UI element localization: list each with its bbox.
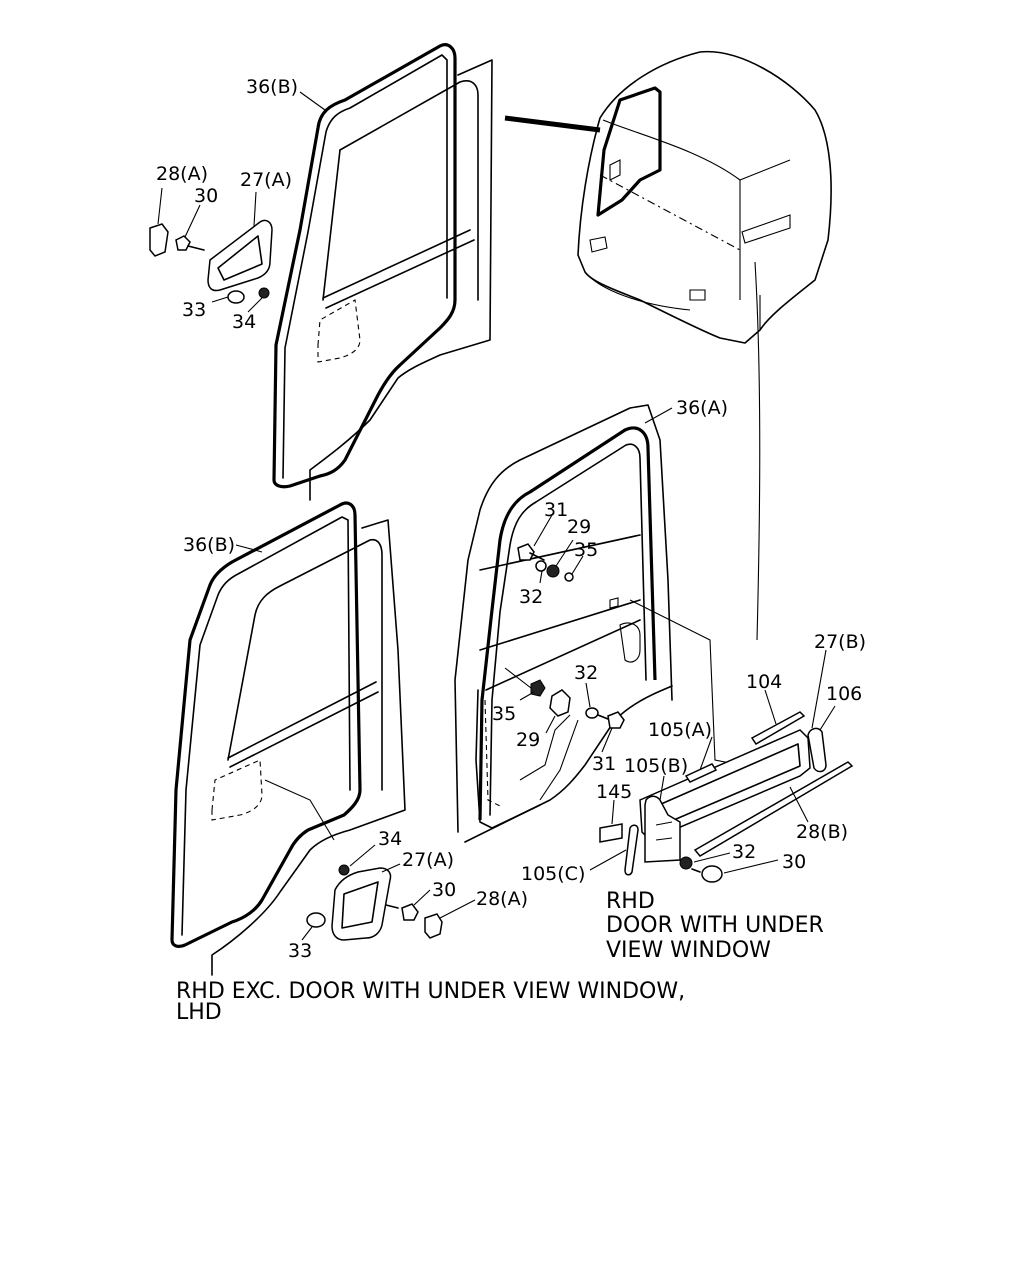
striker-29-lower xyxy=(549,689,571,717)
cap-33-top xyxy=(227,290,245,304)
caption-lhd: LHD xyxy=(176,1000,222,1025)
seal-105c xyxy=(624,824,639,876)
label-31-upper: 31 xyxy=(544,499,568,521)
label-145: 145 xyxy=(596,781,632,803)
bolt-31-lower xyxy=(597,711,625,729)
plate-145 xyxy=(599,823,623,843)
label-32-lower: 32 xyxy=(574,662,598,684)
handle-27a-bot xyxy=(331,867,392,941)
bracket-105b xyxy=(644,795,681,863)
label-105b: 105(B) xyxy=(624,755,688,777)
label-31-lower: 31 xyxy=(592,753,616,775)
top-door-panel xyxy=(309,59,493,501)
washer-32-lower xyxy=(585,707,599,719)
hinge-upper-parts xyxy=(517,543,574,582)
label-33-bot: 33 xyxy=(288,940,312,962)
label-33-top: 33 xyxy=(182,299,206,321)
screw-30-bot xyxy=(385,903,419,921)
nut-34-top xyxy=(258,287,270,299)
label-32-window: 32 xyxy=(732,841,756,863)
under-view-window-parts xyxy=(599,711,854,883)
cap-33-bot xyxy=(306,912,326,928)
label-30-window: 30 xyxy=(782,851,806,873)
part-labels: 36(B) 28(A) 30 27(A) 33 34 36(A) 36(B) 3… xyxy=(156,76,866,962)
label-105a: 105(A) xyxy=(648,719,712,741)
label-104: 104 xyxy=(746,671,782,693)
cover-28a-top xyxy=(149,223,169,257)
label-35-lower: 35 xyxy=(492,703,516,725)
label-106: 106 xyxy=(826,683,862,705)
label-30-top: 30 xyxy=(194,185,218,207)
cab-leader-arrow xyxy=(504,115,601,133)
seal-106 xyxy=(807,727,827,773)
lower-door-panel xyxy=(211,519,406,976)
captions: RHD DOOR WITH UNDER VIEW WINDOW RHD EXC.… xyxy=(176,889,824,1025)
label-36a: 36(A) xyxy=(676,397,728,419)
label-28a-bot: 28(A) xyxy=(476,888,528,910)
label-27b: 27(B) xyxy=(814,631,866,653)
cab-body xyxy=(577,50,832,344)
label-36b-top: 36(B) xyxy=(246,76,298,98)
clip-35-upper xyxy=(564,572,574,582)
screw-30-window xyxy=(691,865,723,883)
label-27a-bot: 27(A) xyxy=(402,849,454,871)
top-door-seal-36b xyxy=(272,43,457,489)
caption-rhd: RHD xyxy=(606,889,655,914)
caption-rhd-exc: RHD EXC. DOOR WITH UNDER VIEW WINDOW, xyxy=(176,979,685,1004)
handle-27a-top xyxy=(207,219,273,292)
label-35-upper: 35 xyxy=(574,539,598,561)
clip-35-lower xyxy=(530,679,546,697)
spacer-105a xyxy=(684,763,718,783)
label-34-bot: 34 xyxy=(378,828,402,850)
label-28a-top: 28(A) xyxy=(156,163,208,185)
label-29-upper: 29 xyxy=(567,516,591,538)
bolt-31-upper xyxy=(517,543,545,561)
label-34-top: 34 xyxy=(232,311,256,333)
bottom-handle-cluster xyxy=(306,864,443,941)
label-29-lower: 29 xyxy=(516,729,540,751)
strip-104 xyxy=(750,711,806,746)
cab-leader-line xyxy=(754,261,761,641)
rhd-door-panel xyxy=(454,404,791,843)
caption-door-with-under: DOOR WITH UNDER xyxy=(606,913,824,938)
nut-29-upper xyxy=(546,564,560,578)
cover-28a-bot xyxy=(424,913,443,939)
label-36b-mid: 36(B) xyxy=(183,534,235,556)
hinge-lower-parts xyxy=(504,667,625,729)
screw-30-top xyxy=(175,235,205,251)
label-105c: 105(C) xyxy=(521,863,585,885)
caption-view-window: VIEW WINDOW xyxy=(606,938,771,963)
top-handle-cluster xyxy=(149,219,273,304)
leader-lines xyxy=(157,91,836,941)
label-32-upper: 32 xyxy=(519,586,543,608)
nut-34-bot xyxy=(338,864,350,876)
lower-door-seal-36b xyxy=(170,501,362,948)
washer-32-window xyxy=(679,856,693,870)
label-28b: 28(B) xyxy=(796,821,848,843)
strip-28b xyxy=(693,761,854,857)
washer-32-upper xyxy=(535,560,547,572)
label-30-bot: 30 xyxy=(432,879,456,901)
label-27a-top: 27(A) xyxy=(240,169,292,191)
